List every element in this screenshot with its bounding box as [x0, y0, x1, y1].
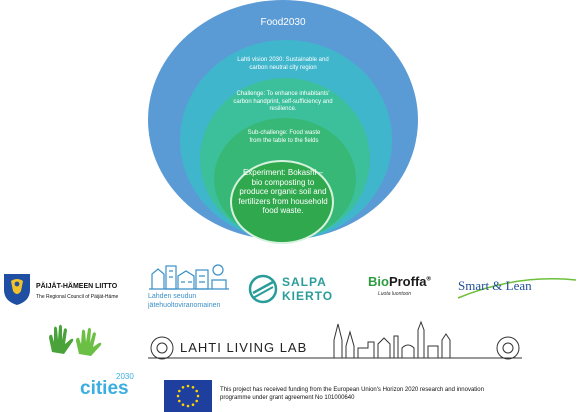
city-skyline-icon — [149, 264, 229, 290]
bioproffa-slogan: Luota luontoon — [378, 291, 412, 297]
paijat-hame-name: PÄIJÄT-HÄMEEN LIITTO — [36, 283, 118, 290]
lahti-living-lab-logo: LAHTI LIVING LAB — [146, 318, 524, 364]
cities2030-year: 2030 — [116, 372, 134, 381]
lahden-seudun-line1: Lahden seudun — [148, 293, 197, 300]
circle-experiment — [230, 160, 334, 244]
cities2030-name: cities — [80, 378, 129, 399]
level-experiment-text: Experiment: Bokashi – bio composting to … — [238, 168, 328, 216]
salpakierto-line1: SALPA — [282, 275, 327, 289]
bioproffa-bio: Bio — [368, 274, 389, 289]
coat-of-arms-icon — [4, 274, 30, 305]
eu-funding-text: This project has received funding from t… — [220, 387, 484, 402]
salpakierto-logo: SALPA KIERTO — [248, 274, 348, 304]
bioproffa-logo: BioProffa® Luota luontoon — [368, 274, 448, 304]
smart-lean-name: Smart & Lean — [458, 278, 532, 293]
salpakierto-line2: KIERTO — [282, 289, 334, 303]
lahti-skyline-icon — [148, 320, 522, 360]
level-vision-text: Lahti vision 2030: Sustainable and carbo… — [237, 57, 329, 71]
eu-flag-icon — [164, 380, 212, 412]
salpakierto-mark-icon — [248, 274, 278, 304]
green-hands-icon — [49, 324, 102, 356]
smart-lean-swoosh-icon — [457, 278, 577, 299]
bioproffa-proffa: Proffa — [388, 274, 427, 289]
lahti-living-lab-name: LAHTI LIVING LAB — [180, 340, 308, 355]
lahden-seudun-logo: Lahden seudun jätehuoltoviranomainen — [146, 262, 236, 312]
level-sub-challenge-text: Sub-challenge: Food waste from the table… — [247, 130, 321, 144]
diagram-title: Food2030 — [260, 17, 306, 28]
paijat-hame-logo: PÄIJÄT-HÄMEEN LIITTO The Regional Counci… — [0, 272, 135, 308]
cities2030-logo: cities 2030 — [80, 372, 144, 404]
lahden-seudun-line2: jätehuoltoviranomainen — [148, 302, 221, 309]
smart-lean-logo: Smart & Lean — [456, 272, 580, 302]
level-challenge-text: Challenge: To enhance inhabitants' carbo… — [233, 91, 333, 112]
paijat-hame-sub: The Regional Council of Päijät-Häme — [36, 294, 119, 300]
bioproffa-registered: ® — [426, 276, 431, 283]
